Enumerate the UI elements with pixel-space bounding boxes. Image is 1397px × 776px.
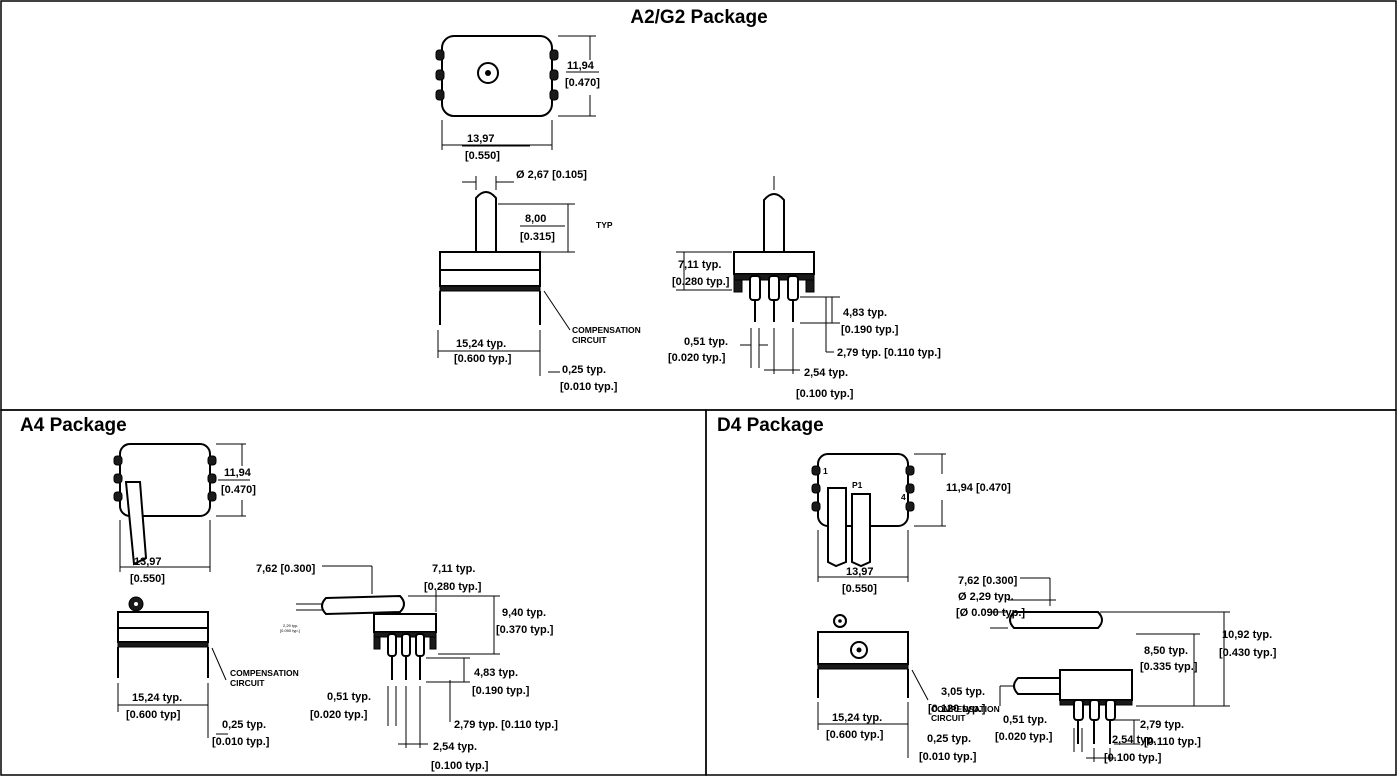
a2g2-port-dia: Ø 2,67 [0.105] — [516, 169, 587, 181]
d4-pin4: 4 — [901, 492, 906, 502]
d4-side-h: 8,50 typ. — [1144, 645, 1188, 657]
panel-d4: D4 Package 1 P1 4 11,94 [0.470] 13,97 [0… — [717, 415, 1277, 764]
a4-total-h-in: [0.370 typ.] — [496, 624, 554, 636]
d4-side-view — [817, 614, 929, 758]
d4-body-w: 15,24 typ. — [832, 712, 882, 724]
a2g2-end-view — [676, 176, 840, 374]
d4-lead-t: 0,25 typ. — [927, 733, 971, 745]
d4-port-len: 7,62 [0.300] — [958, 575, 1018, 587]
d4-circuit: CIRCUIT — [931, 713, 966, 723]
a4-top-width-in: [0.550] — [130, 573, 165, 585]
a2g2-port-len: 8,00 — [525, 213, 546, 225]
a2g2-lead-len: 4,83 typ. — [843, 307, 887, 319]
a2g2-side-h: 7,11 typ. — [678, 259, 721, 271]
d4-lead-t-in: [0.010 typ.] — [919, 751, 977, 763]
d4-port-dia-in: [Ø 0.090 typ.] — [956, 607, 1025, 619]
a2g2-side-h-in: [0.280 typ.] — [672, 276, 730, 288]
d4-port-off: 3,05 typ. — [941, 686, 985, 698]
a4-lead-len: 4,83 typ. — [474, 667, 518, 679]
a2g2-top-height: 11,94 — [567, 60, 595, 72]
a2g2-lead-off: 2,79 typ. [0.110 typ.] — [837, 347, 941, 359]
a4-port-len: 7,62 [0.300] — [256, 563, 316, 575]
a4-end-view — [296, 565, 500, 748]
panel-a2g2-title: A2/G2 Package — [630, 7, 767, 28]
a4-port-dia: 2,29 typ. — [283, 623, 298, 628]
a4-side-h-in: [0.280 typ.] — [424, 581, 482, 593]
a4-side-view — [117, 596, 228, 738]
a4-lead-t: 0,25 typ. — [222, 719, 266, 731]
d4-pitch-in: [0.100 typ.] — [1104, 752, 1162, 764]
d4-total-h: 10,92 typ. — [1222, 629, 1272, 641]
d4-pin1: 1 — [823, 466, 828, 476]
a4-pitch: 2,54 typ. — [433, 741, 477, 753]
a4-top-width: 13,97 — [134, 556, 162, 568]
d4-lead-off: 2,79 typ. — [1140, 719, 1184, 731]
a4-body-w: 15,24 typ. — [132, 692, 182, 704]
a2g2-pitch: 2,54 typ. — [804, 367, 848, 379]
d4-top-height: 11,94 [0.470] — [946, 482, 1011, 494]
d4-side-h-in: [0.335 typ.] — [1140, 661, 1198, 673]
a4-pitch-in: [0.100 typ.] — [431, 760, 489, 772]
d4-body-w-in: [0.600 typ.] — [826, 729, 884, 741]
panel-d4-border — [705, 409, 1397, 776]
a4-top-height: 11,94 — [224, 467, 252, 479]
a4-lead-len-in: [0.190 typ.] — [472, 685, 530, 697]
d4-top-view — [811, 453, 946, 582]
a4-side-h: 7,11 typ. — [432, 563, 475, 575]
d4-lead-off-in: [0.110 typ.] — [1144, 736, 1201, 748]
panel-a2g2: A2/G2 Package 11,94 [0.470] 13,9 — [435, 7, 941, 400]
a4-top-height-in: [0.470] — [221, 484, 256, 496]
a4-lead-w: 0,51 typ. — [327, 691, 371, 703]
d4-port-dia: Ø 2,29 typ. — [958, 591, 1014, 603]
a2g2-top-width-in: [0.550] — [465, 150, 500, 162]
a2g2-comp: COMPENSATION — [572, 325, 641, 335]
a2g2-side-view — [437, 176, 575, 376]
a4-circuit: CIRCUIT — [230, 678, 265, 688]
panel-d4-title: D4 Package — [717, 415, 824, 436]
d4-top-width-in: [0.550] — [842, 583, 877, 595]
a2g2-lead-w-in: [0.020 typ.] — [668, 352, 726, 364]
d4-lead-w-in: [0.020 typ.] — [995, 731, 1053, 743]
a4-lead-off: 2,79 typ. [0.110 typ.] — [454, 719, 558, 731]
port-circle-icon — [477, 62, 499, 84]
a4-comp: COMPENSATION — [230, 668, 299, 678]
d4-port-off-in: [0.120 typ.] — [928, 703, 986, 715]
a2g2-lead-w: 0,51 typ. — [684, 336, 728, 348]
d4-port1: P1 — [852, 480, 863, 490]
d4-end-view — [990, 577, 1230, 762]
a2g2-typ: TYP — [596, 220, 613, 230]
a2g2-top-view — [435, 35, 599, 150]
panel-a2g2-border — [0, 0, 1397, 411]
panel-a4-title: A4 Package — [20, 415, 127, 436]
a4-body-w-in: [0.600 typ] — [126, 709, 181, 721]
a4-total-h: 9,40 typ. — [502, 607, 546, 619]
panel-a4: A4 Package 11,94 [0.470] 13,97 [0.550] — [20, 415, 558, 772]
d4-top-width: 13,97 — [846, 566, 874, 578]
a2g2-body-w-in: [0.600 typ.] — [454, 353, 512, 365]
a4-lead-t-in: [0.010 typ.] — [212, 736, 270, 748]
a4-lead-w-in: [0.020 typ.] — [310, 709, 368, 721]
a2g2-pitch-in: [0.100 typ.] — [796, 388, 854, 400]
a2g2-body-w: 15,24 typ. — [456, 338, 506, 350]
a2g2-lead-len-in: [0.190 typ.] — [841, 324, 899, 336]
d4-total-h-in: [0.430 typ.] — [1219, 647, 1277, 659]
a2g2-top-width: 13,97 — [467, 133, 495, 145]
d4-pitch: 2,54 typ. — [1112, 734, 1156, 746]
a4-port-dia-in: [0.090 typ.] — [280, 628, 300, 633]
a2g2-port-len-in: [0.315] — [520, 231, 555, 243]
a4-top-view — [113, 443, 250, 572]
a2g2-circuit: CIRCUIT — [572, 335, 607, 345]
a2g2-lead-t-in: [0.010 typ.] — [560, 381, 618, 393]
d4-lead-w: 0,51 typ. — [1003, 714, 1047, 726]
d4-comp: COMPENSATION — [931, 704, 1000, 714]
a2g2-top-height-in: [0.470] — [565, 77, 600, 89]
a2g2-lead-t: 0,25 typ. — [562, 364, 606, 376]
